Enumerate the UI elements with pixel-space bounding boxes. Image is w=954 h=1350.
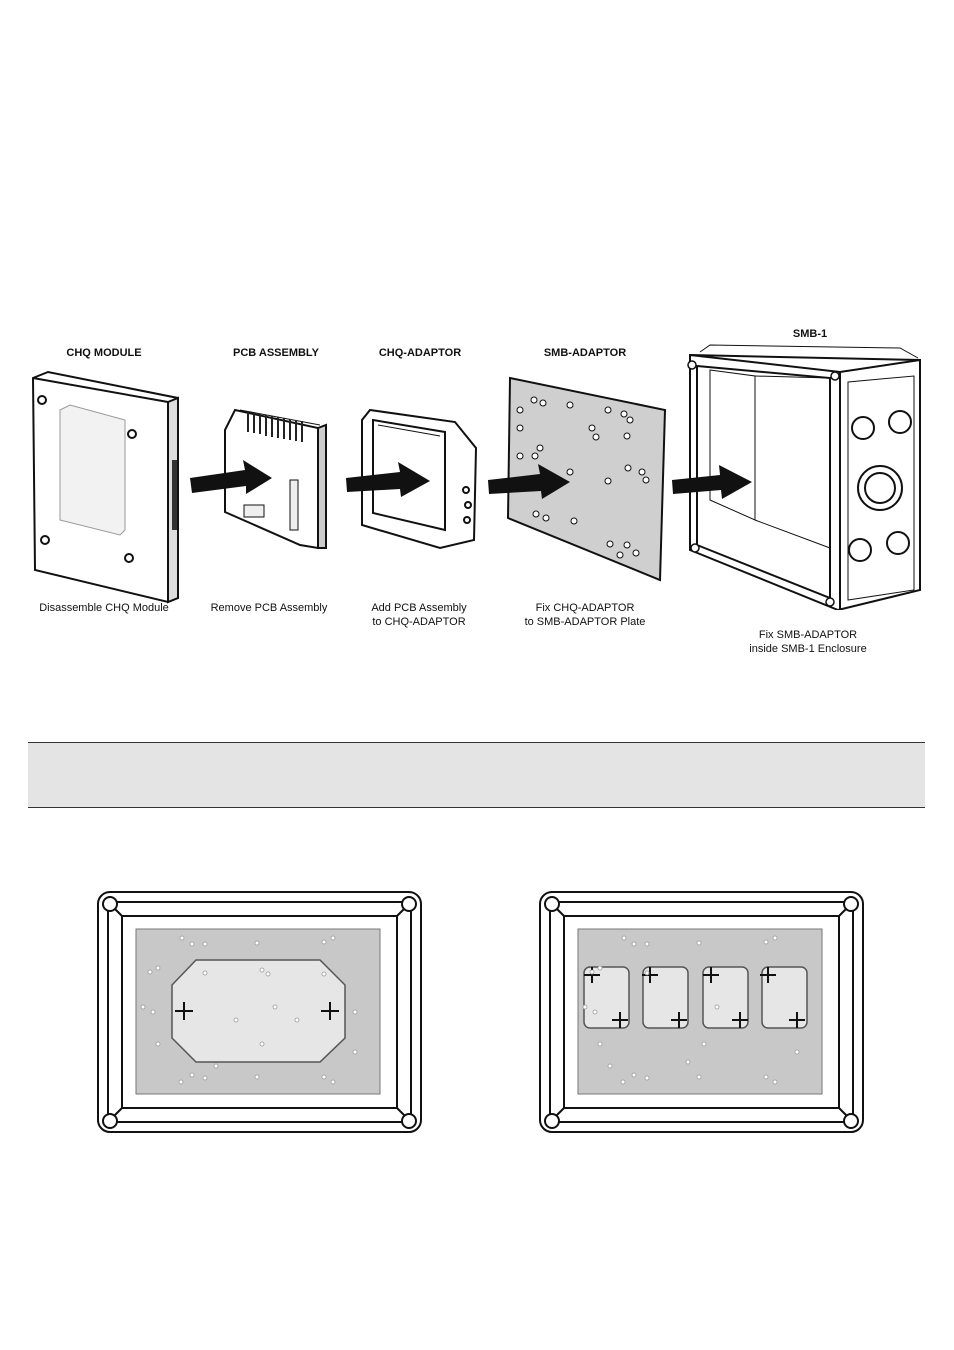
smb-1-enclosure-illustration xyxy=(687,344,921,610)
section-banner xyxy=(28,742,925,808)
chq-module-illustration xyxy=(31,370,179,604)
smb-adaptor-illustration xyxy=(506,376,667,582)
step-title-smb-1: SMB-1 xyxy=(792,328,828,340)
step-caption-smb-adaptor: Fix CHQ-ADAPTOR to SMB-ADAPTOR Plate xyxy=(524,602,646,628)
mounting-hole-icon xyxy=(102,896,417,1129)
step-caption-pcb-assembly: Remove PCB Assembly xyxy=(210,602,328,614)
step-caption-chq-adaptor: Add PCB Assembly to CHQ-ADAPTOR xyxy=(371,602,467,628)
arrow-right-icon xyxy=(190,460,272,494)
mounting-hole-icon xyxy=(544,896,859,1129)
step-title-pcb-assembly: PCB ASSEMBLY xyxy=(233,347,319,359)
assembly-diagram xyxy=(31,344,921,610)
mounting-plan-views xyxy=(97,891,864,1133)
plan-view-single-cutout xyxy=(97,891,422,1133)
arrow-right-icon xyxy=(346,462,430,497)
pcb-assembly-illustration xyxy=(224,408,327,550)
crosshair-icon xyxy=(584,967,805,1028)
plan-view-quad-cutout xyxy=(539,891,864,1133)
step-title-chq-module: CHQ MODULE xyxy=(66,347,142,359)
arrow-right-icon xyxy=(672,465,752,499)
step-caption-chq-module: Disassemble CHQ Module xyxy=(39,602,169,614)
crosshair-icon xyxy=(175,1002,339,1020)
step-caption-smb-1: Fix SMB-ADAPTOR inside SMB-1 Enclosure xyxy=(749,629,867,655)
arrow-right-icon xyxy=(488,464,570,499)
step-title-smb-adaptor: SMB-ADAPTOR xyxy=(543,347,627,359)
step-title-chq-adaptor: CHQ-ADAPTOR xyxy=(378,347,462,359)
